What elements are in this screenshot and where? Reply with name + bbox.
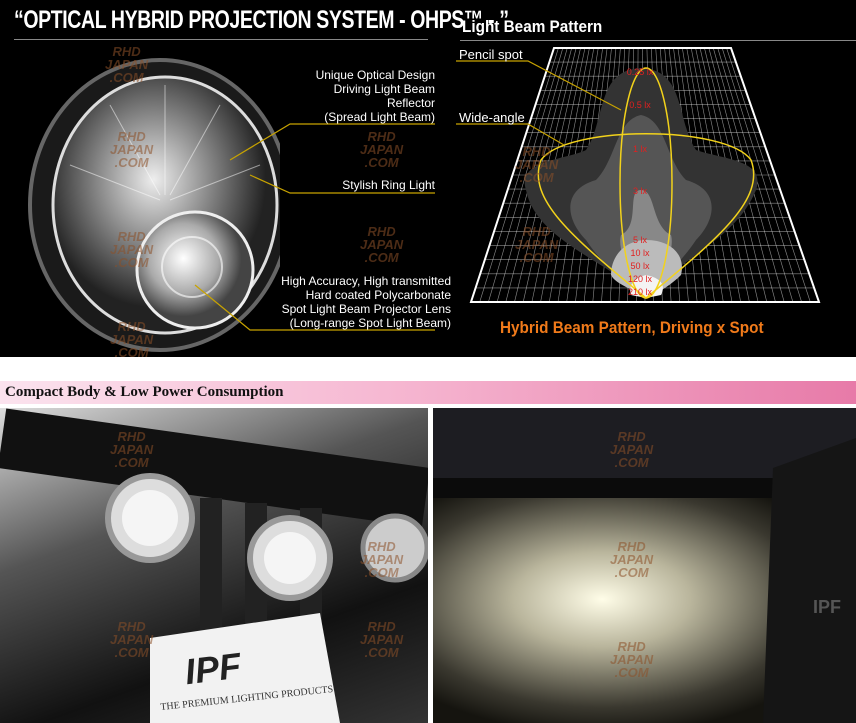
lux-label: 50 lx bbox=[630, 261, 650, 271]
lux-label: 120 lx bbox=[627, 274, 653, 284]
watermark: RHD JAPAN .COM bbox=[515, 224, 559, 265]
watermark: RHD JAPAN .COM bbox=[360, 539, 404, 580]
lux-label: 210 lx bbox=[627, 287, 653, 297]
pencil-spot-label: Pencil spot bbox=[459, 47, 523, 62]
watermark: RHD JAPAN .COM bbox=[110, 129, 154, 170]
night-beam-photo: IPF bbox=[433, 408, 856, 723]
wide-leader bbox=[456, 123, 565, 146]
night-road-illustration: IPF bbox=[433, 408, 856, 723]
section-title: Compact Body & Low Power Consumption bbox=[5, 384, 284, 400]
lux-label: 10 lx bbox=[630, 248, 650, 258]
vehicle-lights-photo: IPF THE PREMIUM LIGHTING PRODUCTS bbox=[0, 408, 428, 723]
watermark: RHD JAPAN .COM bbox=[110, 619, 154, 660]
watermark: RHD JAPAN .COM bbox=[105, 44, 149, 85]
section-header: Compact Body & Low Power Consumption bbox=[0, 381, 856, 404]
watermark: RHD JAPAN .COM bbox=[110, 319, 154, 360]
watermark: RHD JAPAN .COM bbox=[610, 639, 654, 680]
pencil-leader bbox=[456, 60, 622, 111]
lux-label: 0.25 lx bbox=[626, 67, 654, 77]
banner-title: “OPTICAL HYBRID PROJECTION SYSTEM - OHPS… bbox=[14, 6, 509, 34]
beam-pattern-title: Light Beam Pattern bbox=[462, 17, 603, 36]
bumper-lights-illustration bbox=[0, 408, 428, 723]
watermark: RHD JAPAN .COM bbox=[610, 539, 654, 580]
callout-projector-lens: High Accuracy, High transmitted Hard coa… bbox=[281, 274, 451, 330]
svg-text:IPF: IPF bbox=[813, 597, 841, 617]
watermark: RHD JAPAN .COM bbox=[360, 224, 404, 265]
ipf-plate-logo: IPF bbox=[182, 644, 244, 693]
lux-label: 1 lx bbox=[632, 144, 648, 154]
watermark: RHD JAPAN .COM bbox=[610, 429, 654, 470]
watermark: RHD JAPAN .COM bbox=[360, 129, 404, 170]
watermark: RHD JAPAN .COM bbox=[110, 229, 154, 270]
lux-label: 0.5 lx bbox=[629, 100, 651, 110]
lux-label: 3 lx bbox=[632, 186, 648, 196]
wide-angle-label: Wide-angle bbox=[459, 110, 525, 125]
headlamp-image bbox=[28, 58, 280, 352]
callout-ring-light: Stylish Ring Light bbox=[342, 178, 435, 192]
beam-title-divider bbox=[460, 40, 856, 41]
watermark: RHD JAPAN .COM bbox=[515, 144, 559, 185]
watermark: RHD JAPAN .COM bbox=[110, 429, 154, 470]
title-divider bbox=[14, 39, 428, 40]
ohps-banner: “OPTICAL HYBRID PROJECTION SYSTEM - OHPS… bbox=[0, 0, 856, 357]
beam-pattern-caption: Hybrid Beam Pattern, Driving x Spot bbox=[500, 318, 764, 337]
wide-angle-outline bbox=[537, 133, 755, 299]
beam-pattern-diagram bbox=[456, 47, 821, 303]
lux-label: 5 lx bbox=[632, 235, 648, 245]
watermark: RHD JAPAN .COM bbox=[360, 619, 404, 660]
callout-leader-lines bbox=[194, 123, 435, 331]
callout-reflector: Unique Optical Design Driving Light Beam… bbox=[315, 68, 435, 124]
